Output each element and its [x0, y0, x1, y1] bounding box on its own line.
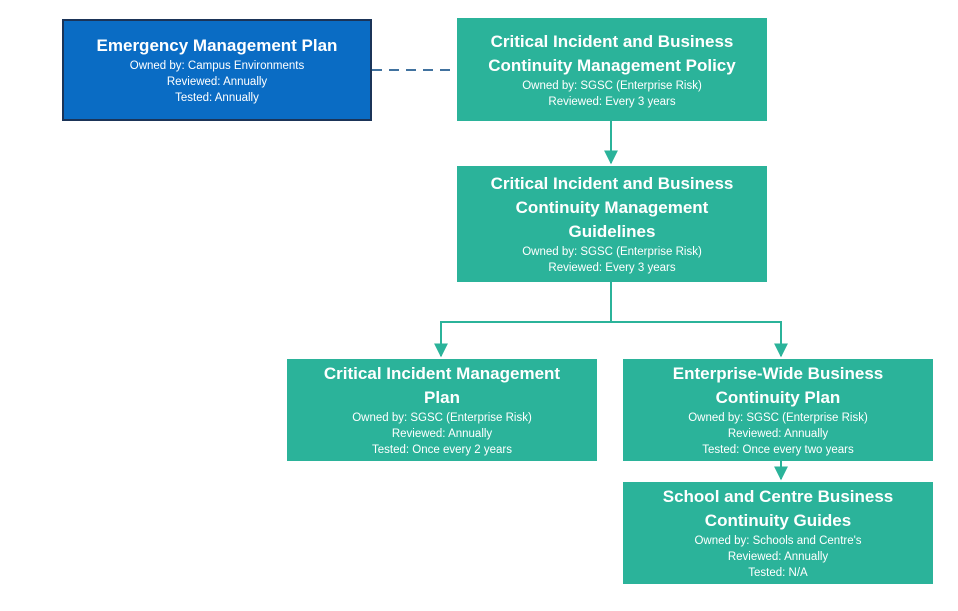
school-owned: Owned by: Schools and Centre's — [694, 535, 862, 547]
ewbcp-title-line2: Continuity Plan — [715, 388, 841, 407]
policy-box: Critical Incident and Business Continuit… — [457, 18, 767, 121]
emergency-management-plan-box: Emergency Management Plan Owned by: Camp… — [62, 19, 372, 121]
cimp-reviewed: Reviewed: Annually — [391, 428, 493, 440]
cimp-tested: Tested: Once every 2 years — [372, 444, 512, 456]
ewbcp-tested: Tested: Once every two years — [702, 444, 854, 456]
school-title-line1: School and Centre Business — [662, 487, 894, 506]
policy-reviewed: Reviewed: Every 3 years — [548, 95, 676, 108]
school-tested: Tested: N/A — [748, 567, 808, 579]
emergency-owned: Owned by: Campus Environments — [129, 60, 305, 72]
guidelines-box: Critical Incident and Business Continuit… — [457, 166, 767, 282]
ewbcp-owned: Owned by: SGSC (Enterprise Risk) — [688, 412, 868, 424]
guidelines-owned: Owned by: SGSC (Enterprise Risk) — [522, 246, 702, 258]
policy-owned: Owned by: SGSC (Enterprise Risk) — [522, 79, 702, 92]
guidelines-title-line3: Guidelines — [568, 222, 656, 241]
guidelines-reviewed: Reviewed: Every 3 years — [548, 262, 676, 274]
school-title-line2: Continuity Guides — [704, 511, 852, 530]
ewbcp-reviewed: Reviewed: Annually — [727, 428, 829, 440]
ewbcp-title-line1: Enterprise-Wide Business — [672, 364, 884, 383]
guidelines-title-line1: Critical Incident and Business — [490, 174, 734, 193]
cimp-owned: Owned by: SGSC (Enterprise Risk) — [352, 412, 532, 424]
policy-title-line1: Critical Incident and Business — [490, 31, 734, 51]
emergency-tested: Tested: Annually — [175, 92, 259, 104]
cimp-title-line1: Critical Incident Management — [323, 364, 561, 383]
emergency-title: Emergency Management Plan — [96, 36, 338, 55]
cimp-title-line2: Plan — [424, 388, 460, 407]
enterprise-wide-bcp-box: Enterprise-Wide Business Continuity Plan… — [623, 359, 933, 461]
policy-title-line2: Continuity Management Policy — [488, 55, 736, 75]
critical-incident-management-plan-box: Critical Incident Management Plan Owned … — [287, 359, 597, 461]
school-reviewed: Reviewed: Annually — [727, 551, 829, 563]
school-centre-guides-box: School and Centre Business Continuity Gu… — [623, 482, 933, 584]
guidelines-title-line2: Continuity Management — [515, 198, 709, 217]
emergency-reviewed: Reviewed: Annually — [166, 76, 268, 88]
